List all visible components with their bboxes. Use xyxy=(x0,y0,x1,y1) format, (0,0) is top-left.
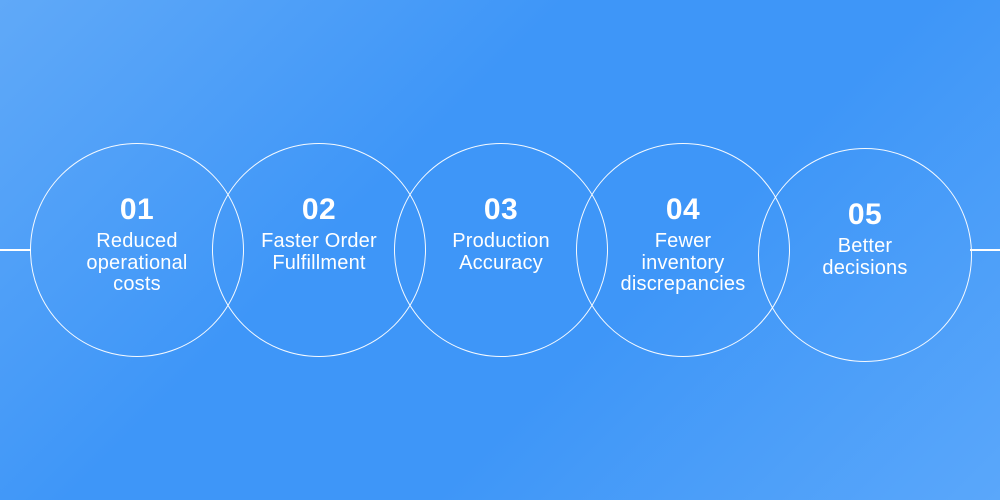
step-number: 04 xyxy=(665,193,701,226)
connector-line-left xyxy=(0,249,31,251)
step-circle-5: 05 Better decisions xyxy=(758,148,972,362)
step-number: 03 xyxy=(483,193,519,226)
connector-line-right xyxy=(970,249,1000,251)
step-circle-1: 01 Reduced operational costs xyxy=(30,143,244,357)
step-circle-2: 02 Faster Order Fulfillment xyxy=(212,143,426,357)
step-number: 02 xyxy=(301,193,337,226)
step-label: Better decisions xyxy=(822,235,908,279)
step-number: 01 xyxy=(119,193,155,226)
step-circle-4: 04 Fewer inventory discrepancies xyxy=(576,143,790,357)
step-circle-3: 03 Production Accuracy xyxy=(394,143,608,357)
step-label: Faster Order Fulfillment xyxy=(261,230,377,274)
step-label: Fewer inventory discrepancies xyxy=(620,230,746,295)
step-label: Reduced operational costs xyxy=(86,230,188,295)
step-number: 05 xyxy=(847,198,883,231)
step-label: Production Accuracy xyxy=(452,230,550,274)
